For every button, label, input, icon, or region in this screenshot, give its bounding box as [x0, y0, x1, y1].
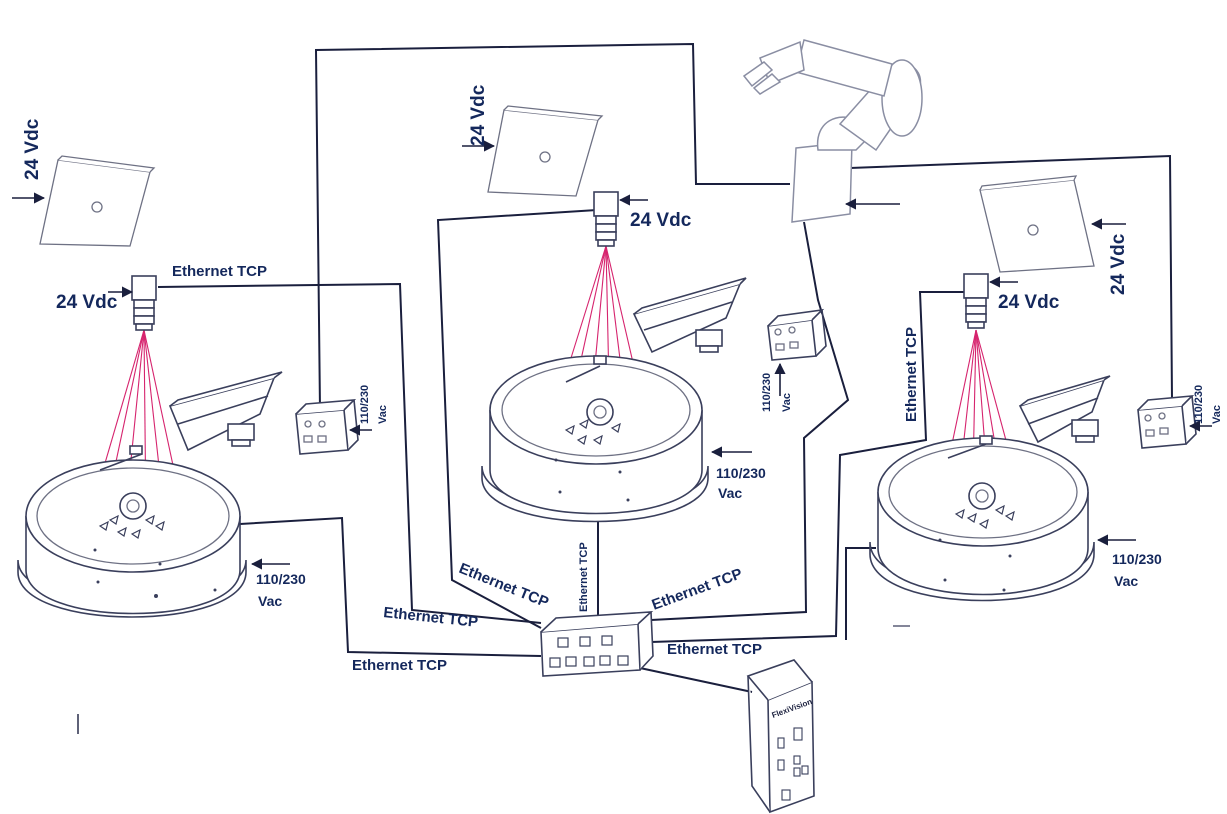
- label-ac-left: 110/230: [256, 571, 306, 587]
- label-24vdc-panel-left: 24 Vdc: [22, 118, 43, 180]
- label-24vdc-panel-center: 24 Vdc: [468, 84, 489, 146]
- industrial-pc: FlexiVision: [746, 659, 815, 814]
- wire-left-power-robot: [314, 42, 790, 411]
- label-ac-center: 110/230: [716, 465, 766, 481]
- label-ethernet-switch-right: Ethernet TCP: [667, 641, 762, 658]
- wire-robot-right-power: [849, 154, 1173, 401]
- label-ac-power-center: 110/230: [761, 373, 773, 412]
- label-ethernet-switch-left-2: Ethernet TCP: [352, 657, 447, 674]
- label-vac-right: Vac: [1114, 573, 1138, 589]
- wiring: [157, 42, 1173, 693]
- wire-center-camera-switch: [436, 209, 598, 629]
- feeder-bowl-right: 110/230 Vac: [869, 435, 1162, 627]
- wire-right-camera-switch: [650, 291, 978, 643]
- backlight-panel-left: 24 Vdc: [12, 118, 156, 247]
- label-24vdc-panel-right: 24 Vdc: [1108, 233, 1129, 295]
- camera-left: 24 Vdc Ethernet TCP: [56, 263, 267, 531]
- feeder-bowl-center: 110/230 Vac: [481, 355, 766, 523]
- power-supply-right: 110/230 Vac: [1137, 385, 1223, 449]
- power-supply-center: 110/230 Vac: [761, 308, 827, 412]
- label-vac-power-left: Vac: [377, 405, 389, 424]
- power-supply-left: 110/230 Vac: [295, 385, 389, 455]
- backlight-panel-right: 24 Vdc: [979, 175, 1129, 295]
- label-24vdc-camera-right: 24 Vdc: [998, 292, 1060, 313]
- label-vac-power-right: Vac: [1211, 405, 1223, 424]
- hopper-center: [632, 277, 747, 354]
- wire-left-feeder-switch: [239, 516, 542, 657]
- label-ethernet-center-camera: Ethernet TCP: [457, 560, 551, 611]
- camera-center: 24 Vdc: [545, 191, 692, 441]
- label-vac-center: Vac: [718, 485, 742, 501]
- label-24vdc-camera-left: 24 Vdc: [56, 292, 118, 313]
- wire-switch-pc: [639, 667, 753, 693]
- hopper-left: [168, 371, 283, 452]
- network-switch: [540, 611, 654, 677]
- label-ethernet-robot: Ethernet TCP: [650, 565, 745, 613]
- label-ethernet-center-feeder: Ethernet TCP: [578, 542, 590, 612]
- label-ethernet-camera-left: Ethernet TCP: [172, 263, 267, 280]
- feeder-bowl-left: 110/230 Vac: [17, 445, 306, 618]
- wire-robot-switch: [650, 221, 850, 621]
- label-ac-power-right: 110/230: [1193, 385, 1205, 424]
- hopper-right: [1018, 375, 1111, 444]
- label-vac-power-center: Vac: [781, 393, 793, 412]
- label-vac-left: Vac: [258, 593, 282, 609]
- label-ac-power-left: 110/230: [359, 385, 371, 424]
- robot-arm: [742, 39, 923, 223]
- label-ethernet-camera-right: Ethernet TCP: [903, 327, 920, 422]
- label-ethernet-switch-left-1: Ethernet TCP: [383, 604, 479, 631]
- backlight-panel-center: 24 Vdc: [462, 84, 604, 197]
- wire-left-camera-switch: [157, 282, 542, 624]
- label-24vdc-camera-center: 24 Vdc: [630, 210, 692, 231]
- label-ac-right: 110/230: [1112, 551, 1162, 567]
- wire-right-feeder-switch: [845, 547, 876, 640]
